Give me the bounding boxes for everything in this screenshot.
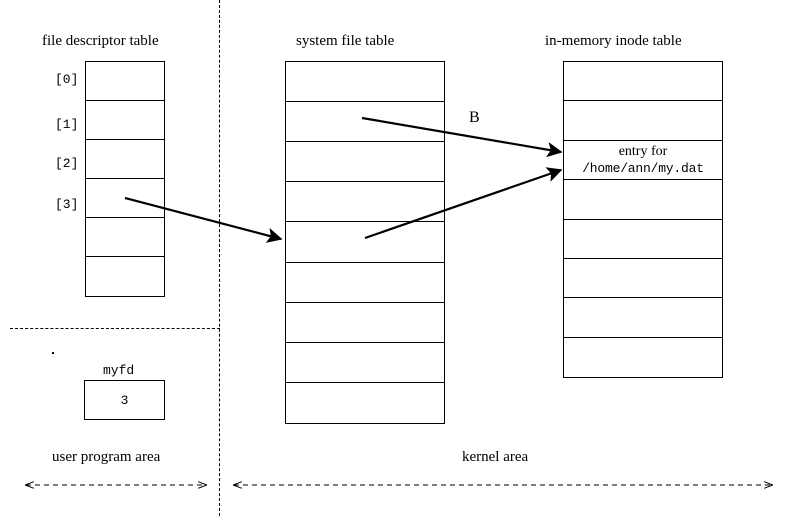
in-memory-inode-table-title: in-memory inode table <box>545 33 682 49</box>
in-memory-inode-table: entry for/home/ann/my.dat <box>563 61 723 378</box>
in-memory-inode-table-row <box>564 298 722 338</box>
system-file-table-row <box>286 62 444 103</box>
file-descriptor-table-row <box>86 140 164 179</box>
file-descriptor-table-row <box>86 179 164 218</box>
file-descriptor-table-row <box>86 218 164 257</box>
fd-index-0: [0] <box>55 72 79 87</box>
user-area-horizontal-divider <box>10 328 220 329</box>
in-memory-inode-table-row <box>564 62 722 102</box>
system-file-table-row <box>286 142 444 183</box>
variable-value: 3 <box>120 393 129 408</box>
fd-index-1: [1] <box>55 117 79 132</box>
system-file-table-title: system file table <box>296 33 395 49</box>
system-file-table-row <box>286 383 444 423</box>
file-descriptor-table <box>85 61 165 297</box>
in-memory-inode-table-row <box>564 180 722 220</box>
file-descriptor-table-title: file descriptor table <box>42 33 159 49</box>
in-memory-inode-table-row <box>564 220 722 259</box>
user-kernel-vertical-divider <box>219 0 220 516</box>
system-file-table-row <box>286 222 444 263</box>
kernel-area-label: kernel area <box>462 449 529 465</box>
variable-box: 3 <box>84 380 165 420</box>
in-memory-inode-table-row <box>564 259 722 299</box>
system-file-table <box>285 61 445 424</box>
file-descriptor-table-row <box>86 62 164 101</box>
system-file-table-row <box>286 303 444 343</box>
fd-index-3: [3] <box>55 197 79 212</box>
system-file-table-row <box>286 102 444 143</box>
arrow-label-b: B <box>469 109 480 126</box>
file-descriptor-table-row <box>86 257 164 296</box>
fd-index-2: [2] <box>55 156 79 171</box>
inode-entry-title: entry for <box>618 143 668 159</box>
in-memory-inode-table-row: entry for/home/ann/my.dat <box>564 141 722 181</box>
in-memory-inode-table-row <box>564 101 722 141</box>
system-file-table-row <box>286 263 444 303</box>
file-descriptor-table-row <box>86 101 164 140</box>
inode-entry-path: /home/ann/my.dat <box>582 160 704 176</box>
user-program-area-label: user program area <box>52 449 161 465</box>
variable-name-label: myfd <box>103 363 135 378</box>
stray-dot <box>52 352 54 354</box>
system-file-table-row <box>286 182 444 223</box>
in-memory-inode-table-row <box>564 338 722 377</box>
system-file-table-row <box>286 343 444 383</box>
